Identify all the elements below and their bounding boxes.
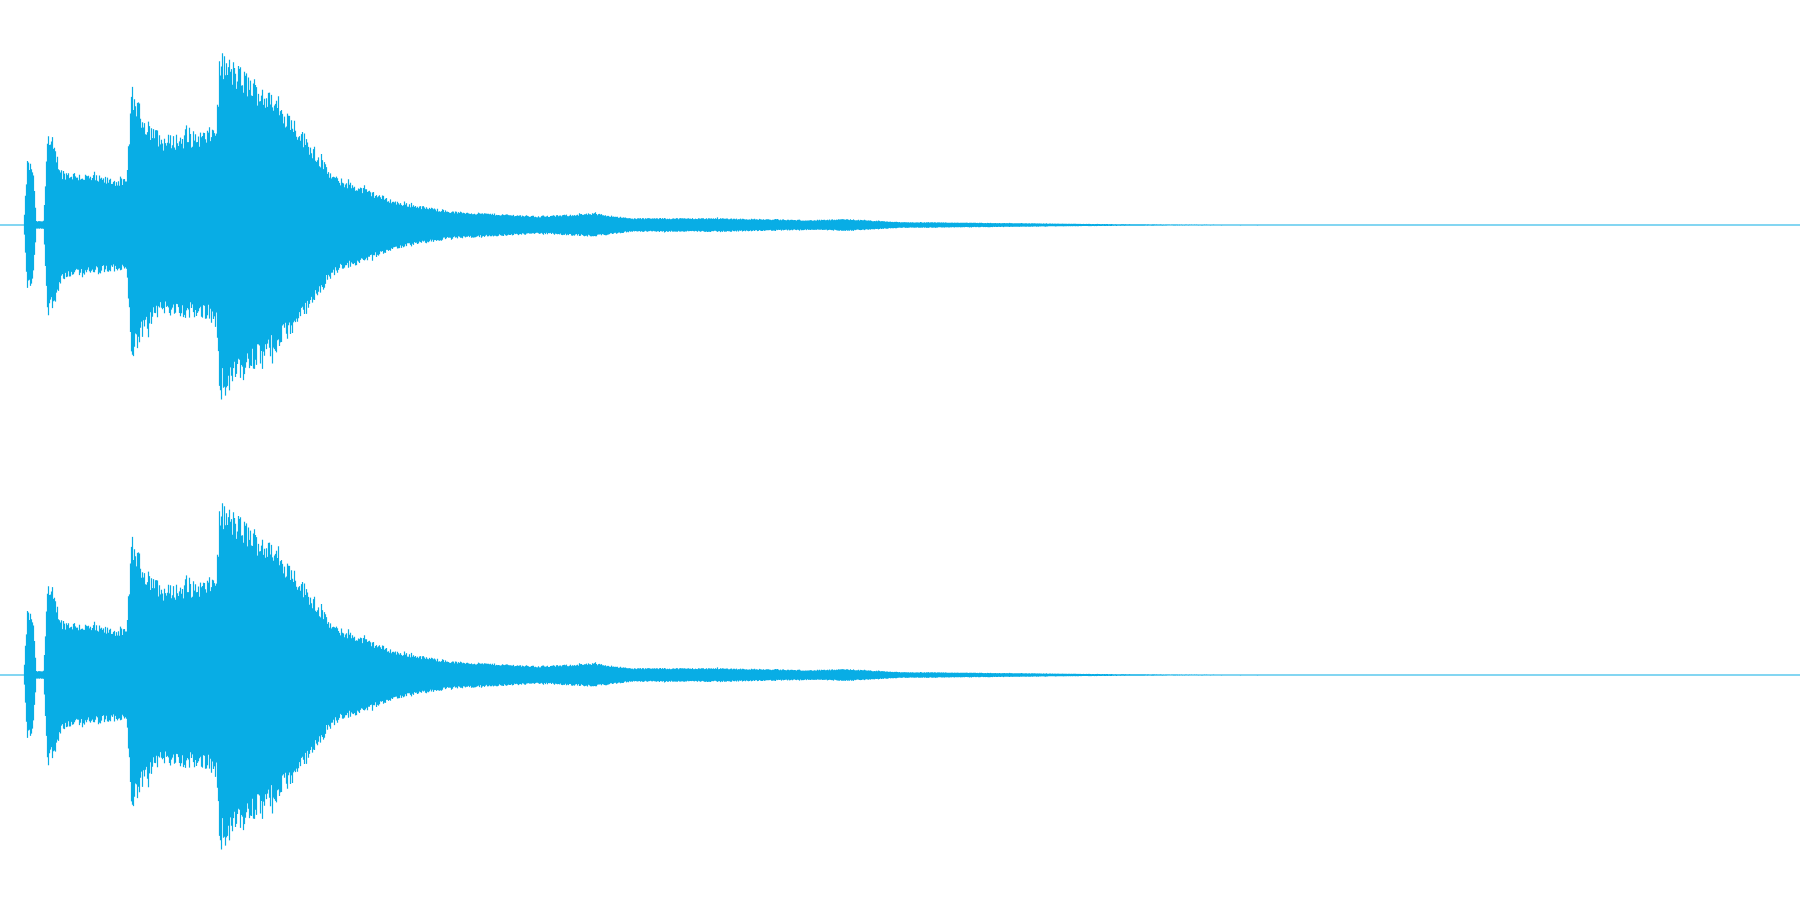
waveform-path <box>23 503 1592 850</box>
waveform-path <box>23 53 1592 400</box>
waveform-left <box>0 53 1800 400</box>
channel-right <box>0 450 1800 900</box>
channel-left <box>0 53 1800 400</box>
waveform-right <box>0 503 1800 850</box>
